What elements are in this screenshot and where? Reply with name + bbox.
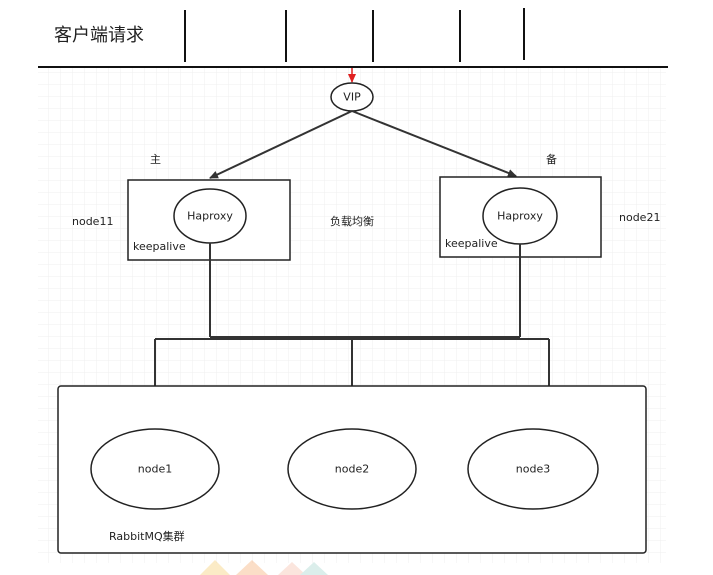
- vip-label: VIP: [343, 90, 361, 104]
- backup-label: 备: [546, 153, 557, 166]
- page-title: 客户端请求: [54, 25, 144, 46]
- right-node-name: node21: [619, 211, 661, 224]
- cluster-node-1-ellipse: [90, 428, 220, 510]
- master-label: 主: [150, 153, 161, 166]
- watermark-shapes: [200, 560, 328, 575]
- cluster-node-2-label: node2: [334, 462, 370, 476]
- cluster-node-3-label: node3: [515, 462, 551, 476]
- header-dividers: [184, 8, 525, 62]
- load-balance-label: 负载均衡: [330, 215, 374, 228]
- backup-keepalive-label: keepalive: [445, 237, 498, 250]
- cluster-node-1-label: node1: [137, 462, 173, 476]
- cluster-node-2-ellipse: [287, 428, 417, 510]
- cluster-label: RabbitMQ集群: [109, 530, 185, 543]
- cluster-node-3-ellipse: [467, 428, 599, 510]
- master-keepalive-label: keepalive: [133, 240, 186, 253]
- backup-haproxy-label: Haproxy: [497, 209, 543, 223]
- master-haproxy-label: Haproxy: [187, 209, 233, 223]
- arrow-vip-to-master: [209, 110, 353, 179]
- arrow-vip-to-backup: [351, 110, 517, 177]
- left-node-name: node11: [72, 215, 114, 228]
